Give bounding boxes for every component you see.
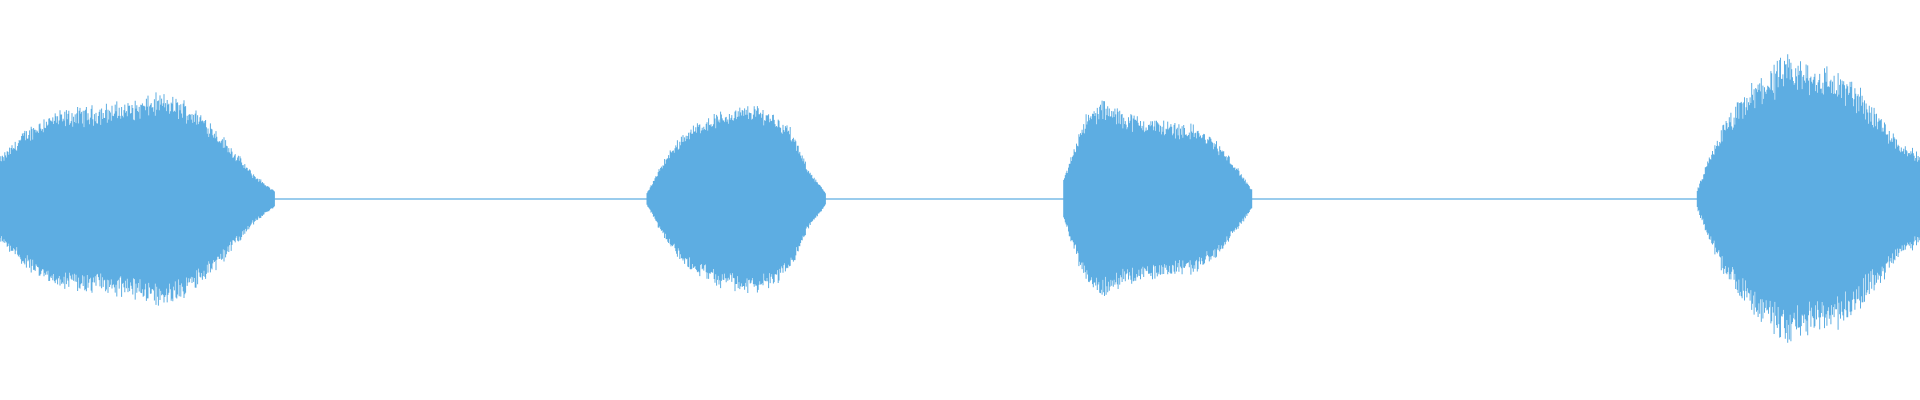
- audio-segment-3: [1063, 100, 1253, 296]
- waveform-samples: [0, 54, 1920, 343]
- audio-segment-2: [646, 106, 826, 293]
- audio-segment-1: [0, 92, 275, 306]
- audio-segment-4: [1696, 54, 1920, 343]
